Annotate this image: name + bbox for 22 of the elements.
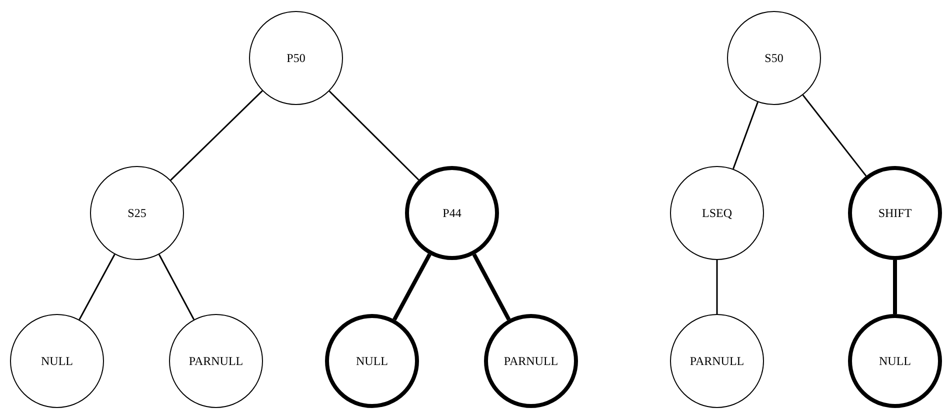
connector-line <box>472 254 511 320</box>
node-label: P44 <box>442 206 462 220</box>
node-label: PARNULL <box>188 354 244 368</box>
node-label: LSEQ <box>702 206 732 220</box>
node-label: PARNULL <box>504 354 558 368</box>
connector-line <box>893 260 897 314</box>
node-label: SHIFT <box>878 206 912 220</box>
node-label: PARNULL <box>690 354 744 368</box>
node-label: NULL <box>41 354 73 368</box>
node-label: NULL <box>879 354 911 368</box>
connector-line <box>802 94 867 176</box>
connector-line <box>716 260 718 314</box>
connector-line <box>392 253 432 321</box>
connector-line <box>732 102 758 170</box>
node-label: P50 <box>286 50 306 66</box>
connector-line <box>78 254 116 320</box>
connector-line <box>328 90 420 180</box>
node-label: S25 <box>128 206 146 220</box>
node-label: NULL <box>356 354 388 368</box>
connector-line <box>158 254 195 320</box>
connector-line <box>170 90 263 181</box>
node-label: S50 <box>764 50 784 66</box>
